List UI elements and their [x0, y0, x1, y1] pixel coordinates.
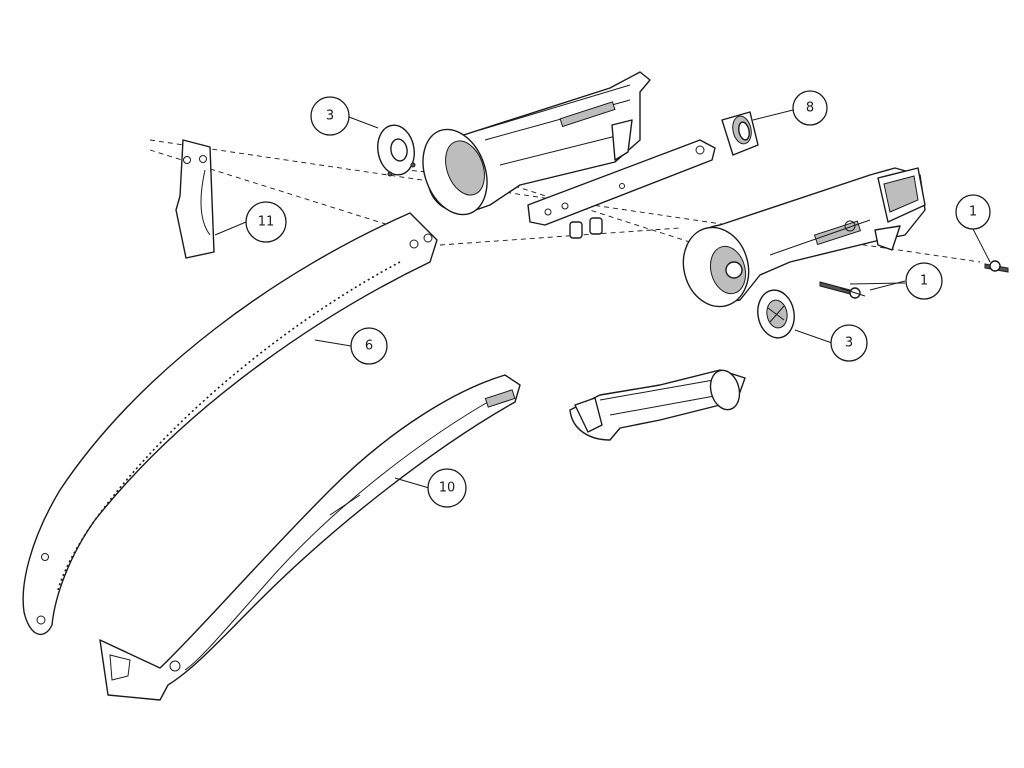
screws-part-1 [819, 260, 1009, 299]
callout-label: 3 [845, 336, 853, 351]
disc-part-3-bottom [757, 289, 795, 339]
callout-label: 1 [920, 274, 928, 289]
washer-part-3-top [377, 124, 416, 177]
callout-label: 8 [806, 101, 814, 116]
plate-part-11 [175, 139, 215, 259]
callout-8: 8 [792, 90, 828, 126]
callout-label: 1 [969, 205, 977, 220]
callout-label: 11 [258, 215, 275, 230]
saw-blade-part-6 [22, 212, 438, 636]
callout-label: 6 [365, 339, 373, 354]
ring-part-8 [721, 111, 759, 156]
callout-1-right: 1 [955, 194, 991, 230]
callout-11: 11 [245, 201, 287, 243]
callout-label: 3 [326, 109, 334, 124]
callout-10: 10 [427, 468, 467, 508]
link-bar [527, 139, 716, 239]
callout-leaders [214, 109, 991, 489]
callout-3-top: 3 [310, 96, 350, 136]
handle-housing [682, 167, 926, 308]
upper-housing-half [422, 71, 651, 216]
callout-3-bottom: 3 [830, 324, 868, 362]
lower-cover [569, 369, 746, 441]
callout-1-middle: 1 [905, 262, 943, 300]
callout-6: 6 [350, 327, 388, 365]
scabbard-part-10 [99, 374, 521, 701]
callout-label: 10 [439, 481, 456, 496]
